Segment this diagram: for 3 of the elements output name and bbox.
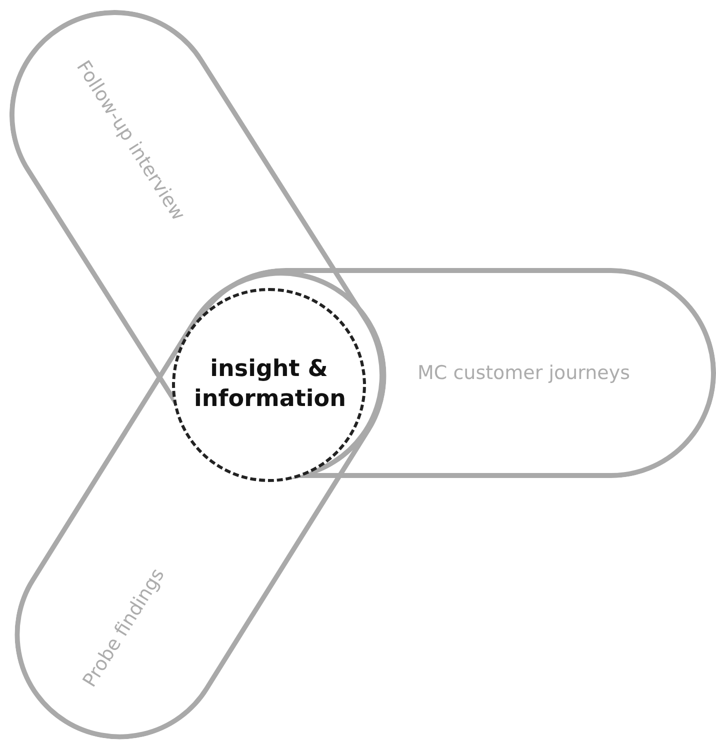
dashed-circle [172, 288, 366, 482]
capsule-label: MC customer journeys [418, 362, 630, 384]
center-label: insight & information [194, 355, 344, 414]
